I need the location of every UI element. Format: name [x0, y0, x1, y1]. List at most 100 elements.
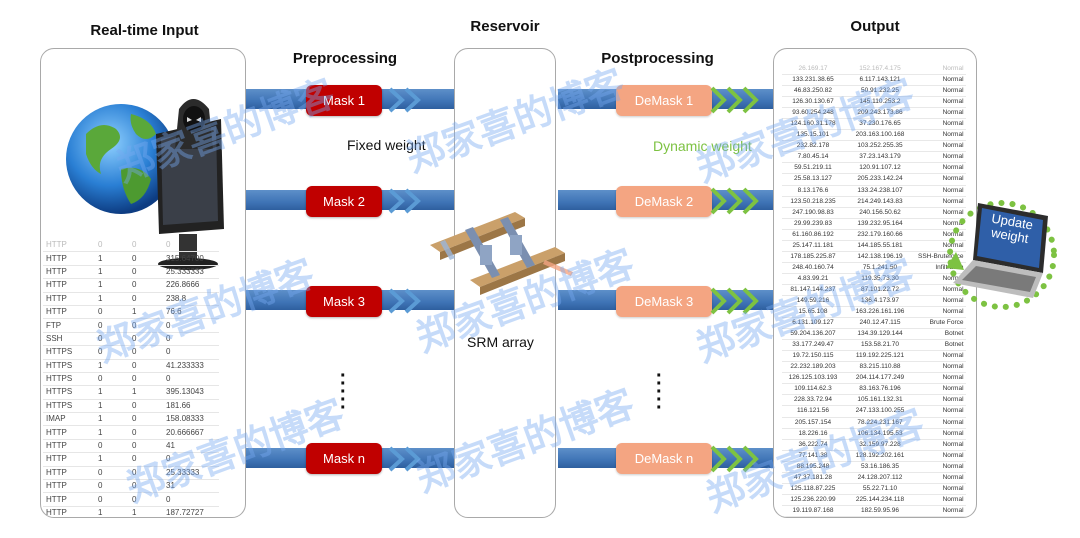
table-cell: Normal	[916, 140, 966, 153]
table-cell: 0	[129, 425, 163, 440]
mask-2: Mask 2	[306, 186, 382, 217]
table-cell: 1	[129, 305, 163, 320]
table-cell: 25.333333	[163, 265, 219, 280]
table-cell: HTTP	[43, 265, 95, 280]
table-cell: Brute Force	[916, 317, 966, 330]
table-cell: 0	[129, 251, 163, 266]
table-cell: 83.215.110.88	[844, 361, 916, 374]
table-cell: 153.58.21.70	[844, 339, 916, 352]
laptop-icon	[953, 203, 1048, 298]
preprocessing-title: Preprocessing	[292, 50, 398, 67]
table-cell: HTTP	[43, 239, 95, 253]
table-cell: 123.50.218.235	[782, 196, 844, 208]
table-cell: 0	[129, 466, 163, 481]
table-cell: Normal	[916, 372, 966, 385]
table-cell: 0	[129, 332, 163, 347]
table-cell: 119.192.225.121	[844, 350, 916, 363]
table-cell: 158.08333	[163, 412, 219, 427]
table-cell: 1	[95, 452, 129, 467]
table-cell: 7.80.45.14	[782, 151, 844, 164]
table-cell: 0	[163, 345, 219, 360]
table-cell: 0	[163, 239, 219, 253]
table-cell: 181.66	[163, 399, 219, 414]
table-cell: Normal	[916, 64, 966, 76]
table-cell: HTTPS	[43, 359, 95, 373]
table-cell: 77.141.38	[782, 450, 844, 462]
table-cell: FTP	[43, 318, 95, 333]
table-cell: 163.226.161.196	[844, 306, 916, 319]
table-cell: 83.163.76.196	[844, 383, 916, 396]
table-cell: Normal	[916, 461, 966, 473]
table-cell: 128.192.202.161	[844, 450, 916, 462]
table-cell: 29.99.239.83	[782, 218, 844, 230]
table-cell: 6.117.143.121	[844, 74, 916, 87]
table-cell: 116.121.56	[782, 405, 844, 418]
table-cell: 18.226.16	[782, 428, 844, 440]
table-cell: 1	[95, 506, 129, 517]
table-cell: Normal	[916, 85, 966, 98]
table-cell: HTTP	[43, 479, 95, 494]
table-cell: Normal	[916, 494, 966, 506]
table-cell: 0	[95, 466, 129, 481]
mask-n: Mask n	[306, 443, 382, 474]
table-cell: 0	[95, 439, 129, 454]
table-cell: HTTP	[43, 425, 95, 440]
table-cell: 60.250.30.131	[844, 516, 916, 517]
mask-3: Mask 3	[306, 286, 382, 317]
table-cell: Normal	[916, 196, 966, 208]
table-cell: Normal	[916, 173, 966, 186]
output-title: Output	[850, 18, 900, 35]
table-cell: 31	[163, 479, 219, 494]
table-cell: HTTP	[43, 466, 95, 481]
table-cell: Normal	[916, 229, 966, 241]
table-cell: 4.83.99.21	[782, 273, 844, 285]
table-cell: 238.8	[163, 292, 219, 306]
ellipsis-dots-left: ·····	[340, 365, 347, 419]
table-cell: 124.160.31.178	[782, 118, 844, 131]
fixed-weight-label: Fixed weight	[347, 137, 426, 153]
chevron-right-icon	[388, 87, 421, 113]
table-cell: 25.147.11.181	[782, 240, 844, 252]
table-cell: 55.22.71.10	[844, 483, 916, 495]
table-cell: Normal	[916, 450, 966, 462]
table-cell: Normal	[916, 151, 966, 164]
table-cell: Normal	[916, 428, 966, 440]
table-cell: Normal	[916, 472, 966, 484]
table-cell: 24.128.207.112	[844, 472, 916, 484]
table-cell: 109.114.62.3	[782, 383, 844, 396]
table-cell: 76.6	[163, 305, 219, 320]
table-cell: HTTPS	[43, 372, 95, 387]
table-cell: 47.37.181.28	[782, 472, 844, 484]
table-cell: 87.101.22.72	[844, 284, 916, 296]
table-cell: 93.60.254.248	[782, 107, 844, 120]
table-cell: 1	[95, 292, 129, 306]
table-cell: 1	[95, 412, 129, 427]
table-cell: 103.252.255.35	[844, 140, 916, 153]
table-cell: 232.179.160.66	[844, 229, 916, 241]
table-cell: 19.119.87.168	[782, 505, 844, 517]
table-cell: 136.4.173.97	[844, 295, 916, 308]
table-cell: 134.39.129.144	[844, 328, 916, 341]
